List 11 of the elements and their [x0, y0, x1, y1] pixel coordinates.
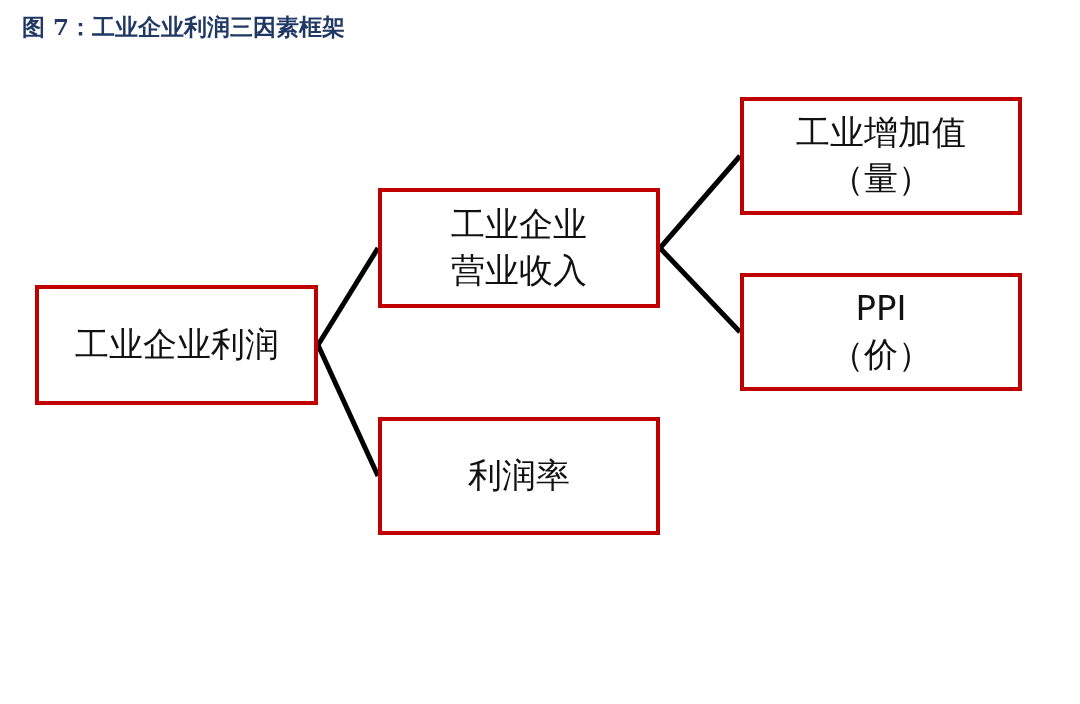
process-box — [740, 97, 1022, 215]
box-label: 利润率 — [468, 454, 570, 498]
box-label: 工业企业利润 — [74, 323, 279, 367]
box-label: PPI（价） — [829, 287, 933, 376]
process-box — [740, 273, 1022, 391]
process-box — [35, 285, 318, 405]
figure-title: 图 7：工业企业利润三因素框架 — [22, 12, 345, 42]
box-label: 工业企业营业收入 — [450, 203, 588, 292]
process-box — [378, 188, 660, 308]
box-label: 工业增加值（量） — [795, 111, 967, 200]
process-box — [378, 417, 660, 535]
